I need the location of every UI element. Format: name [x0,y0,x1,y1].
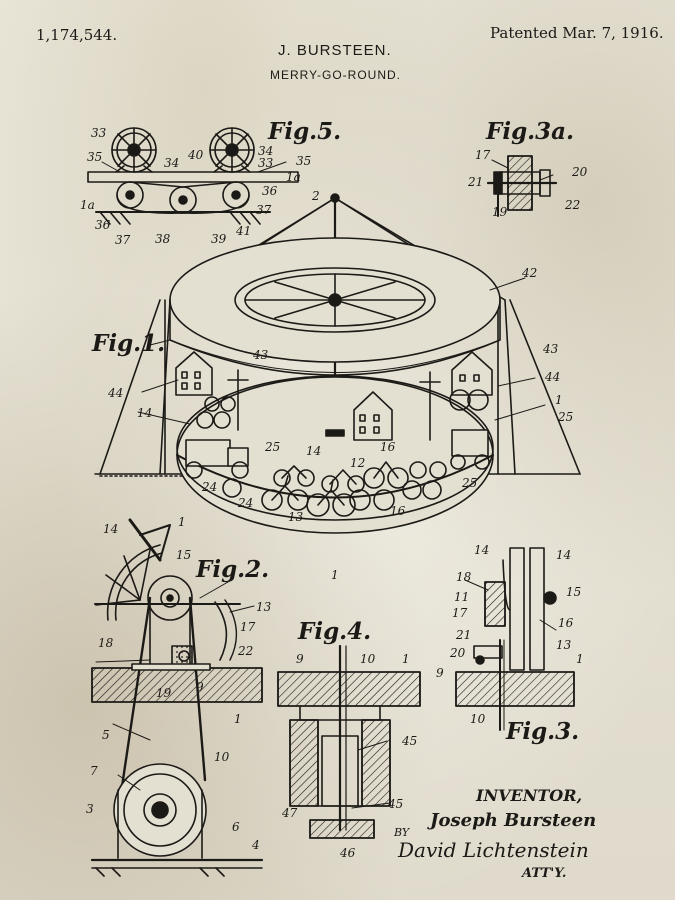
ref-numeral: 9 [436,666,444,680]
ref-numeral: 7 [90,764,98,778]
ref-numeral: 24 [238,496,253,510]
ref-numeral: 17 [452,606,467,620]
ref-numeral: 43 [543,342,558,356]
ref-numeral: 20 [450,646,465,660]
ref-numeral: 18 [456,570,471,584]
ref-numeral: 21 [456,628,471,642]
ref-numeral: 33 [258,156,273,170]
ref-numeral: 9 [296,652,304,666]
ref-numeral: 44 [545,370,560,384]
ref-numeral: 20 [572,165,587,179]
ref-numeral: 1a [286,170,301,184]
ref-numeral: 22 [565,198,580,212]
ref-numeral: 35 [296,154,311,168]
ref-numeral: 39 [211,232,226,246]
ref-numeral: 15 [176,548,191,562]
ref-numeral: 14 [103,522,118,536]
ref-numeral: 1 [402,652,410,666]
ref-numeral: 18 [98,636,113,650]
ref-numeral: 14 [137,406,152,420]
ref-numeral: 17 [475,148,490,162]
ref-numeral: 4 [252,838,260,852]
ref-numeral: 43 [253,348,268,362]
ref-numeral: 25 [265,440,280,454]
ref-numeral: 19 [492,205,507,219]
ref-numeral: 14 [556,548,571,562]
ref-numeral: 38 [155,232,170,246]
ref-numeral: 42 [522,266,537,280]
ref-numeral: 34 [164,156,179,170]
ref-numeral: 45 [388,797,403,811]
ref-numeral: 14 [474,543,489,557]
ref-numeral: 6 [232,820,240,834]
ref-numeral: 16 [558,616,573,630]
ref-numeral: 22 [238,644,253,658]
ref-numeral: 37 [115,233,130,247]
ref-numeral: 10 [470,712,485,726]
ref-numeral: 37 [256,203,271,217]
ref-numeral: 2 [312,189,320,203]
ref-numeral: 16 [380,440,395,454]
ref-numeral: 1 [576,652,584,666]
ref-numeral: 17 [240,620,255,634]
ref-numeral: 47 [282,806,297,820]
ref-numeral: 25 [558,410,573,424]
ref-numeral: 41 [236,224,251,238]
ref-numeral: 1 [331,568,339,582]
ref-numeral: 36 [95,218,110,232]
ref-numeral: 13 [256,600,271,614]
ref-numeral: 21 [468,175,483,189]
ref-numeral: 33 [91,126,106,140]
ref-numeral: 1 [234,712,242,726]
ref-numeral: 14 [306,444,321,458]
ref-numeral: 36 [262,184,277,198]
ref-numeral: 24 [202,480,217,494]
ref-numeral: 45 [402,734,417,748]
ref-numeral: 5 [102,728,110,742]
ref-numeral: 1a [80,198,95,212]
ref-numeral: 10 [214,750,229,764]
ref-numeral: 19 [156,686,171,700]
ref-numeral: 13 [288,510,303,524]
ref-numeral: 46 [340,846,355,860]
ref-numeral: 1 [178,515,186,529]
ref-numeral: 35 [87,150,102,164]
ref-numeral: 9 [196,680,204,694]
ref-numeral: 10 [360,652,375,666]
ref-numeral: 12 [350,456,365,470]
ref-numeral: 40 [188,148,203,162]
ref-numeral: 11 [454,590,469,604]
ref-numeral: 44 [108,386,123,400]
ref-numeral: 1 [555,393,563,407]
ref-numeral: 16 [390,504,405,518]
ref-numeral: 25 [462,476,477,490]
ref-numeral: 13 [556,638,571,652]
ref-numeral: 3 [86,802,94,816]
ref-numeral: 15 [566,585,581,599]
